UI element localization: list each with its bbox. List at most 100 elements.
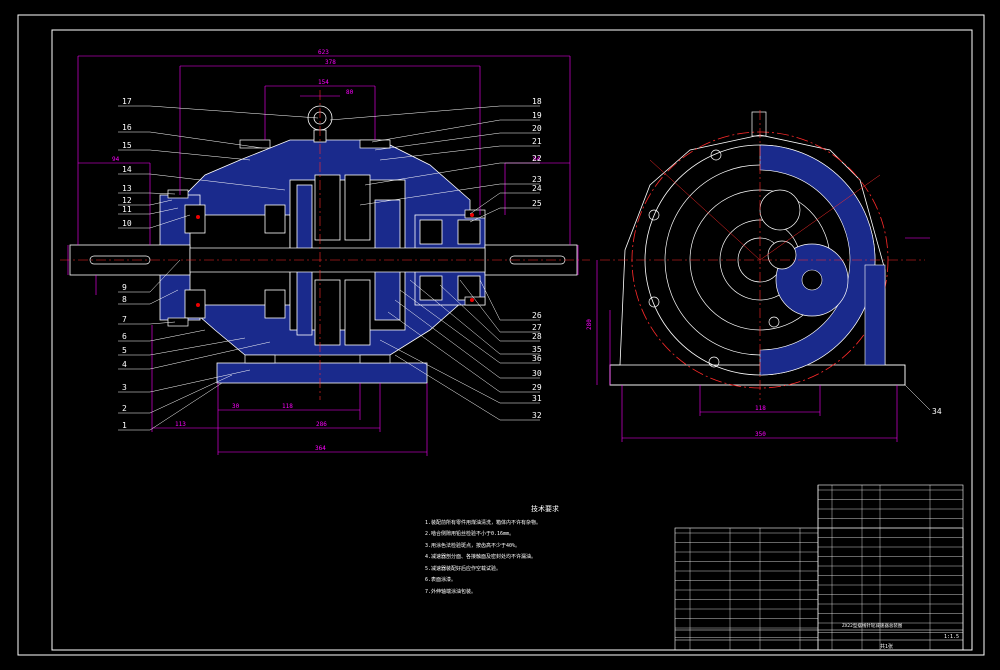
leader-d	[149, 374, 233, 414]
dim-b2: 118	[282, 403, 293, 410]
part-number-24: 24	[532, 184, 542, 193]
part-number-2: 2	[122, 404, 127, 413]
dim-overall: 623	[318, 49, 329, 56]
dim-b4: 286	[316, 421, 327, 428]
part-number-5: 5	[122, 346, 127, 355]
title-block	[674, 484, 964, 651]
leader-d	[149, 192, 176, 195]
side-dimension-values: 118 350 280	[586, 319, 766, 438]
part-number-11: 11	[122, 205, 132, 214]
part-number-10: 10	[122, 219, 132, 228]
part-number-34: 34	[932, 407, 942, 416]
leader-d	[399, 289, 501, 364]
leader-d	[149, 341, 271, 370]
leader-d	[387, 311, 501, 393]
part-number-29: 29	[532, 383, 542, 392]
notes-title: 技术要求	[531, 505, 559, 513]
note-3: 3.用涂色法检验斑点，按齿高不少于40%。	[425, 542, 521, 549]
dim-b5: 364	[315, 445, 326, 452]
outer-border	[17, 14, 985, 656]
leader-d	[379, 145, 501, 161]
note-1: 1.装配前所有零件用煤油清洗，箱体内不许有杂物。	[425, 519, 542, 526]
dim-b3: 113	[175, 421, 186, 428]
part-number-25: 25	[532, 199, 542, 208]
part-number-31: 31	[532, 394, 542, 403]
part-number-19: 19	[532, 111, 542, 120]
dim-b1: 30	[232, 403, 240, 410]
part-number-1: 1	[122, 421, 127, 430]
leader-d	[394, 299, 501, 379]
part-number-17: 17	[122, 97, 132, 106]
leader-d	[374, 132, 501, 151]
leader-d	[149, 173, 286, 191]
dim-right-ext: 84	[533, 156, 541, 163]
part-number-15: 15	[122, 141, 132, 150]
drawing-sheet-count: 共1张	[880, 643, 893, 650]
part-number-8: 8	[122, 295, 127, 304]
dim-left-ext: 94	[112, 156, 120, 163]
leader-d	[329, 105, 501, 121]
leader-d	[149, 207, 179, 215]
note-4: 4.减速器剖分面、各接触面及密封处均不许漏油。	[425, 554, 537, 560]
leader-d	[439, 284, 501, 342]
dim-side-h: 280	[586, 319, 593, 330]
leader-d	[409, 279, 501, 355]
part-number-9: 9	[122, 283, 127, 292]
part-number-4: 4	[122, 360, 127, 369]
leader-d	[379, 339, 501, 404]
leader-d	[359, 183, 501, 206]
part-number-36: 36	[532, 354, 542, 363]
leader-d	[149, 289, 179, 305]
leader-d	[149, 382, 223, 431]
leader-d	[469, 192, 501, 215]
side-view	[600, 110, 925, 400]
leader-d	[459, 279, 501, 333]
part-numbers: 1716151413121110987654321181920212223242…	[122, 97, 542, 430]
part-number-22: 22	[532, 154, 542, 163]
leader-d	[149, 105, 319, 119]
leader-d	[469, 207, 501, 223]
drawing-name: ZX22型摆线针轮减速器总装图	[842, 622, 903, 629]
part-number-26: 26	[532, 311, 542, 320]
side-dimensions	[596, 237, 930, 442]
dim-top2: 80	[346, 89, 354, 96]
part-number-27: 27	[532, 323, 542, 332]
front-dimensions	[67, 55, 579, 456]
leader-d	[149, 131, 263, 149]
part-number-32: 32	[532, 411, 542, 420]
part-number-21: 21	[532, 137, 542, 146]
part-number-20: 20	[532, 124, 542, 133]
leader-d	[149, 259, 181, 293]
leader-d	[149, 337, 246, 356]
part-number-30: 30	[532, 369, 542, 378]
part-number-6: 6	[122, 332, 127, 341]
leader-d	[479, 279, 501, 321]
part-number-7: 7	[122, 315, 127, 324]
leader-d	[371, 119, 501, 143]
front-dimension-values: 623 378 154 80 94 84 30 118 113 286 364	[112, 49, 541, 452]
part-number-14: 14	[122, 165, 132, 174]
leader-d	[149, 329, 206, 342]
note-5: 5.减速器装配好后应作空载试验。	[425, 565, 502, 572]
bom-table	[675, 485, 963, 650]
drawing-scale: 1:1.5	[944, 634, 959, 640]
dim-inner: 378	[325, 59, 336, 66]
technical-notes: 技术要求 1.装配前所有零件用煤油清洗，箱体内不许有杂物。 2.啮合侧隙用铅丝检…	[425, 504, 655, 598]
dim-side-w2: 350	[755, 431, 766, 438]
part-number-35: 35	[532, 345, 542, 354]
part-number-12: 12	[122, 196, 132, 205]
part-number-13: 13	[122, 184, 132, 193]
part-leaders	[118, 105, 540, 431]
part-number-28: 28	[532, 332, 542, 341]
leader-d	[149, 321, 176, 325]
part-number-18: 18	[532, 97, 542, 106]
dim-side-w1: 118	[755, 405, 766, 412]
part-number-3: 3	[122, 383, 127, 392]
inner-border	[51, 29, 973, 651]
leader-d	[149, 199, 173, 206]
leader-d	[149, 214, 191, 229]
leader-d	[394, 354, 501, 421]
note-6: 6.表面涂漆。	[425, 577, 457, 583]
